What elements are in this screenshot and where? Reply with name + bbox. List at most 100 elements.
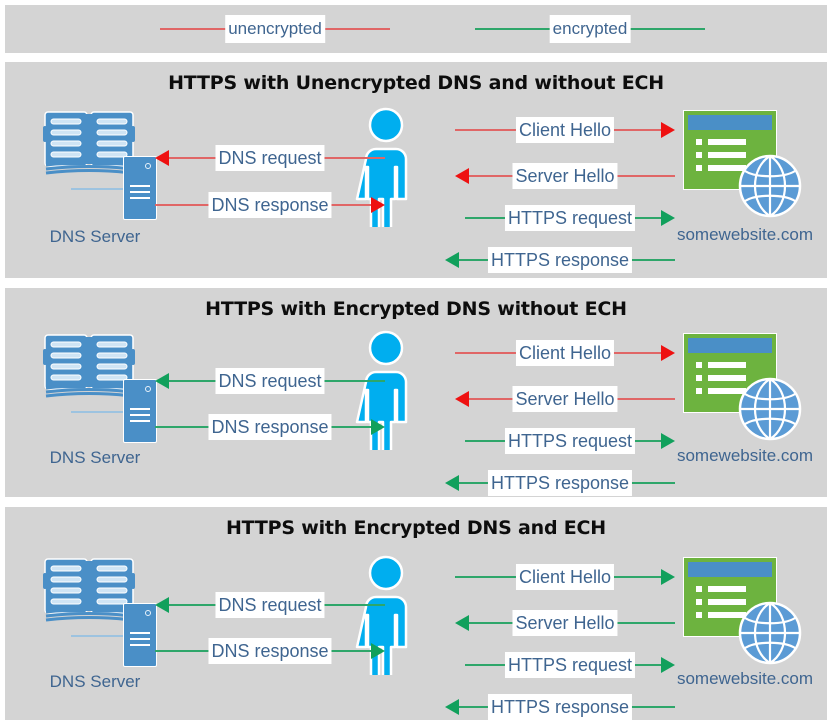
browser-list-row xyxy=(696,152,748,158)
server-slot-bar xyxy=(130,185,150,187)
list-line xyxy=(708,612,746,618)
browser-title-bar xyxy=(688,562,772,577)
flow-arrowhead-right xyxy=(371,643,385,659)
server-power-dot xyxy=(145,386,151,392)
user-person-icon xyxy=(355,107,408,239)
website-label: somewebsite.com xyxy=(676,446,814,465)
list-line xyxy=(708,375,746,381)
flow-right-2: HTTPS request xyxy=(465,205,675,231)
flow-left-1: DNS response xyxy=(155,638,385,664)
flow-arrowhead-right xyxy=(371,419,385,435)
globe-graphic xyxy=(738,601,802,665)
browser-title-bar xyxy=(688,115,772,130)
flow-arrowhead-right xyxy=(661,210,675,226)
list-line xyxy=(708,152,746,158)
flow-arrowhead-left xyxy=(445,475,459,491)
scenario-panel-1: HTTPS with Encrypted DNS without ECH DNS… xyxy=(5,288,827,497)
list-bullet xyxy=(696,139,702,145)
server-link-line xyxy=(71,188,126,190)
globe-icon xyxy=(738,154,802,218)
flow-label: DNS request xyxy=(215,592,325,618)
server-slot-bar xyxy=(130,197,150,199)
list-line xyxy=(708,388,746,394)
browser-list-row xyxy=(696,375,748,381)
server-link-line xyxy=(71,411,126,413)
user-person-icon xyxy=(355,330,408,462)
flow-arrowhead-right xyxy=(661,345,675,361)
flow-right-0: Client Hello xyxy=(455,340,675,366)
website-label: somewebsite.com xyxy=(676,225,814,244)
list-line xyxy=(708,165,746,171)
dns-server-label: DNS Server xyxy=(49,672,141,691)
globe-icon xyxy=(738,601,802,665)
flow-label: Server Hello xyxy=(512,163,618,189)
flow-label: DNS response xyxy=(208,414,332,440)
user-person-icon xyxy=(355,555,408,687)
globe-graphic xyxy=(738,377,802,441)
flow-label: HTTPS response xyxy=(487,470,633,496)
user-icon xyxy=(350,330,422,462)
website-icon xyxy=(683,333,808,441)
server-power-dot xyxy=(145,610,151,616)
legend-panel: unencrypted encrypted xyxy=(5,5,827,53)
flow-arrowhead-right xyxy=(661,122,675,138)
flow-arrowhead-left xyxy=(445,252,459,268)
website-icon xyxy=(683,557,808,665)
globe-icon xyxy=(738,377,802,441)
server-tower-icon xyxy=(123,603,157,667)
flow-arrowhead-left xyxy=(155,373,169,389)
panel-title-2: HTTPS with Encrypted DNS and ECH xyxy=(225,517,607,539)
flow-arrowhead-right xyxy=(661,569,675,585)
flow-arrowhead-left xyxy=(455,615,469,631)
flow-arrowhead-right xyxy=(661,657,675,673)
flow-right-1: Server Hello xyxy=(455,610,675,636)
flow-label: Server Hello xyxy=(512,610,618,636)
list-line xyxy=(708,599,746,605)
list-bullet xyxy=(696,599,702,605)
open-book-icon xyxy=(43,558,135,622)
flow-right-1: Server Hello xyxy=(455,386,675,412)
list-bullet xyxy=(696,388,702,394)
server-slot-bar xyxy=(130,644,150,646)
flow-label: DNS response xyxy=(208,192,332,218)
panel-title-0: HTTPS with Unencrypted DNS and without E… xyxy=(168,72,664,94)
legend-label-unencrypted: unencrypted xyxy=(225,15,325,43)
list-line xyxy=(708,586,746,592)
flow-label: DNS request xyxy=(215,145,325,171)
flow-label: DNS request xyxy=(215,368,325,394)
flow-label: Client Hello xyxy=(515,564,615,590)
flow-label: HTTPS request xyxy=(504,652,636,678)
list-bullet xyxy=(696,586,702,592)
flow-left-1: DNS response xyxy=(155,414,385,440)
website-icon xyxy=(683,110,808,218)
browser-list-row xyxy=(696,599,748,605)
flow-right-3: HTTPS response xyxy=(445,247,675,273)
flow-left-0: DNS request xyxy=(155,145,385,171)
dns-server-label: DNS Server xyxy=(49,227,141,246)
flow-right-2: HTTPS request xyxy=(465,428,675,454)
flow-right-1: Server Hello xyxy=(455,163,675,189)
flow-right-2: HTTPS request xyxy=(465,652,675,678)
flow-right-3: HTTPS response xyxy=(445,694,675,720)
legend-item-encrypted: encrypted xyxy=(475,15,705,43)
server-power-dot xyxy=(145,163,151,169)
list-line xyxy=(708,139,746,145)
flow-arrowhead-left xyxy=(155,597,169,613)
globe-graphic xyxy=(738,154,802,218)
browser-list-row xyxy=(696,165,748,171)
server-slot-bar xyxy=(130,408,150,410)
list-bullet xyxy=(696,152,702,158)
list-bullet xyxy=(696,362,702,368)
list-bullet xyxy=(696,612,702,618)
server-slot-bar xyxy=(130,191,150,193)
flow-arrowhead-left xyxy=(155,150,169,166)
browser-title-bar xyxy=(688,338,772,353)
flow-label: Client Hello xyxy=(515,340,615,366)
flow-left-1: DNS response xyxy=(155,192,385,218)
flow-arrowhead-left xyxy=(455,168,469,184)
flow-label: HTTPS request xyxy=(504,205,636,231)
server-link-line xyxy=(71,635,126,637)
browser-list-row xyxy=(696,612,748,618)
flow-arrowhead-right xyxy=(371,197,385,213)
